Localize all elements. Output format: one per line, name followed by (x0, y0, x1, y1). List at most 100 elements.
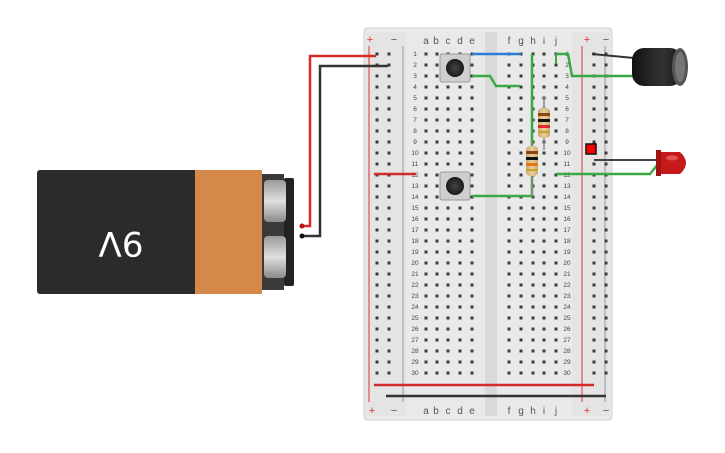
breadboard-hole[interactable] (424, 360, 428, 364)
breadboard-hole[interactable] (375, 129, 379, 133)
breadboard-hole[interactable] (507, 107, 511, 111)
breadboard-hole[interactable] (435, 96, 439, 100)
breadboard-hole[interactable] (375, 85, 379, 89)
breadboard-hole[interactable] (435, 283, 439, 287)
breadboard-hole[interactable] (424, 52, 428, 56)
breadboard-hole[interactable] (470, 349, 474, 353)
breadboard-hole[interactable] (542, 85, 546, 89)
breadboard-hole[interactable] (519, 360, 523, 364)
breadboard-hole[interactable] (387, 140, 391, 144)
breadboard-hole[interactable] (424, 261, 428, 265)
breadboard-hole[interactable] (387, 96, 391, 100)
breadboard-hole[interactable] (604, 228, 608, 232)
breadboard-hole[interactable] (519, 261, 523, 265)
breadboard-hole[interactable] (554, 360, 558, 364)
breadboard-hole[interactable] (375, 151, 379, 155)
breadboard-hole[interactable] (604, 272, 608, 276)
breadboard-hole[interactable] (470, 151, 474, 155)
breadboard-hole[interactable] (470, 173, 474, 177)
breadboard-hole[interactable] (387, 74, 391, 78)
breadboard-hole[interactable] (542, 184, 546, 188)
breadboard-hole[interactable] (424, 294, 428, 298)
breadboard-hole[interactable] (435, 327, 439, 331)
breadboard-hole[interactable] (458, 151, 462, 155)
breadboard-hole[interactable] (470, 107, 474, 111)
breadboard-hole[interactable] (435, 349, 439, 353)
breadboard-hole[interactable] (519, 74, 523, 78)
breadboard-hole[interactable] (424, 239, 428, 243)
breadboard-hole[interactable] (604, 239, 608, 243)
breadboard-hole[interactable] (387, 294, 391, 298)
breadboard-hole[interactable] (435, 52, 439, 56)
breadboard-hole[interactable] (531, 206, 535, 210)
breadboard-hole[interactable] (554, 140, 558, 144)
breadboard-hole[interactable] (519, 206, 523, 210)
breadboard-hole[interactable] (470, 217, 474, 221)
breadboard-hole[interactable] (435, 173, 439, 177)
breadboard-hole[interactable] (435, 74, 439, 78)
breadboard-hole[interactable] (554, 96, 558, 100)
breadboard-hole[interactable] (424, 129, 428, 133)
breadboard-hole[interactable] (435, 250, 439, 254)
breadboard-hole[interactable] (507, 250, 511, 254)
breadboard-hole[interactable] (446, 261, 450, 265)
breadboard-hole[interactable] (446, 151, 450, 155)
breadboard-hole[interactable] (542, 250, 546, 254)
breadboard-hole[interactable] (507, 118, 511, 122)
breadboard-hole[interactable] (446, 272, 450, 276)
breadboard-hole[interactable] (458, 283, 462, 287)
breadboard-hole[interactable] (531, 250, 535, 254)
breadboard-hole[interactable] (458, 129, 462, 133)
breadboard-hole[interactable] (424, 206, 428, 210)
breadboard-hole[interactable] (507, 239, 511, 243)
breadboard-hole[interactable] (387, 206, 391, 210)
breadboard-hole[interactable] (458, 96, 462, 100)
breadboard-hole[interactable] (375, 162, 379, 166)
breadboard-hole[interactable] (519, 129, 523, 133)
breadboard-hole[interactable] (507, 173, 511, 177)
breadboard-hole[interactable] (554, 195, 558, 199)
breadboard-hole[interactable] (470, 250, 474, 254)
breadboard-hole[interactable] (424, 96, 428, 100)
breadboard-hole[interactable] (446, 206, 450, 210)
breadboard-hole[interactable] (592, 217, 596, 221)
breadboard-hole[interactable] (424, 85, 428, 89)
breadboard-hole[interactable] (542, 371, 546, 375)
breadboard-hole[interactable] (592, 129, 596, 133)
breadboard-hole[interactable] (507, 63, 511, 67)
breadboard-hole[interactable] (375, 327, 379, 331)
breadboard-hole[interactable] (375, 140, 379, 144)
breadboard-hole[interactable] (554, 129, 558, 133)
breadboard-hole[interactable] (446, 349, 450, 353)
breadboard-hole[interactable] (435, 360, 439, 364)
breadboard-hole[interactable] (604, 349, 608, 353)
breadboard-hole[interactable] (519, 294, 523, 298)
breadboard-hole[interactable] (531, 360, 535, 364)
breadboard-hole[interactable] (470, 162, 474, 166)
breadboard-hole[interactable] (542, 206, 546, 210)
breadboard-hole[interactable] (542, 162, 546, 166)
breadboard-hole[interactable] (387, 371, 391, 375)
breadboard-hole[interactable] (435, 261, 439, 265)
breadboard-hole[interactable] (554, 107, 558, 111)
breadboard-hole[interactable] (554, 294, 558, 298)
breadboard-hole[interactable] (375, 107, 379, 111)
breadboard-hole[interactable] (446, 371, 450, 375)
breadboard-hole[interactable] (507, 360, 511, 364)
breadboard-hole[interactable] (592, 162, 596, 166)
breadboard-hole[interactable] (424, 184, 428, 188)
breadboard-hole[interactable] (387, 162, 391, 166)
breadboard-hole[interactable] (507, 294, 511, 298)
breadboard-hole[interactable] (387, 261, 391, 265)
breadboard-hole[interactable] (424, 140, 428, 144)
breadboard-hole[interactable] (424, 162, 428, 166)
breadboard-hole[interactable] (592, 206, 596, 210)
breadboard-hole[interactable] (507, 327, 511, 331)
breadboard-hole[interactable] (604, 217, 608, 221)
breadboard-hole[interactable] (424, 195, 428, 199)
breadboard-hole[interactable] (531, 217, 535, 221)
breadboard-hole[interactable] (542, 74, 546, 78)
breadboard-hole[interactable] (424, 250, 428, 254)
breadboard-hole[interactable] (507, 261, 511, 265)
breadboard-hole[interactable] (387, 85, 391, 89)
